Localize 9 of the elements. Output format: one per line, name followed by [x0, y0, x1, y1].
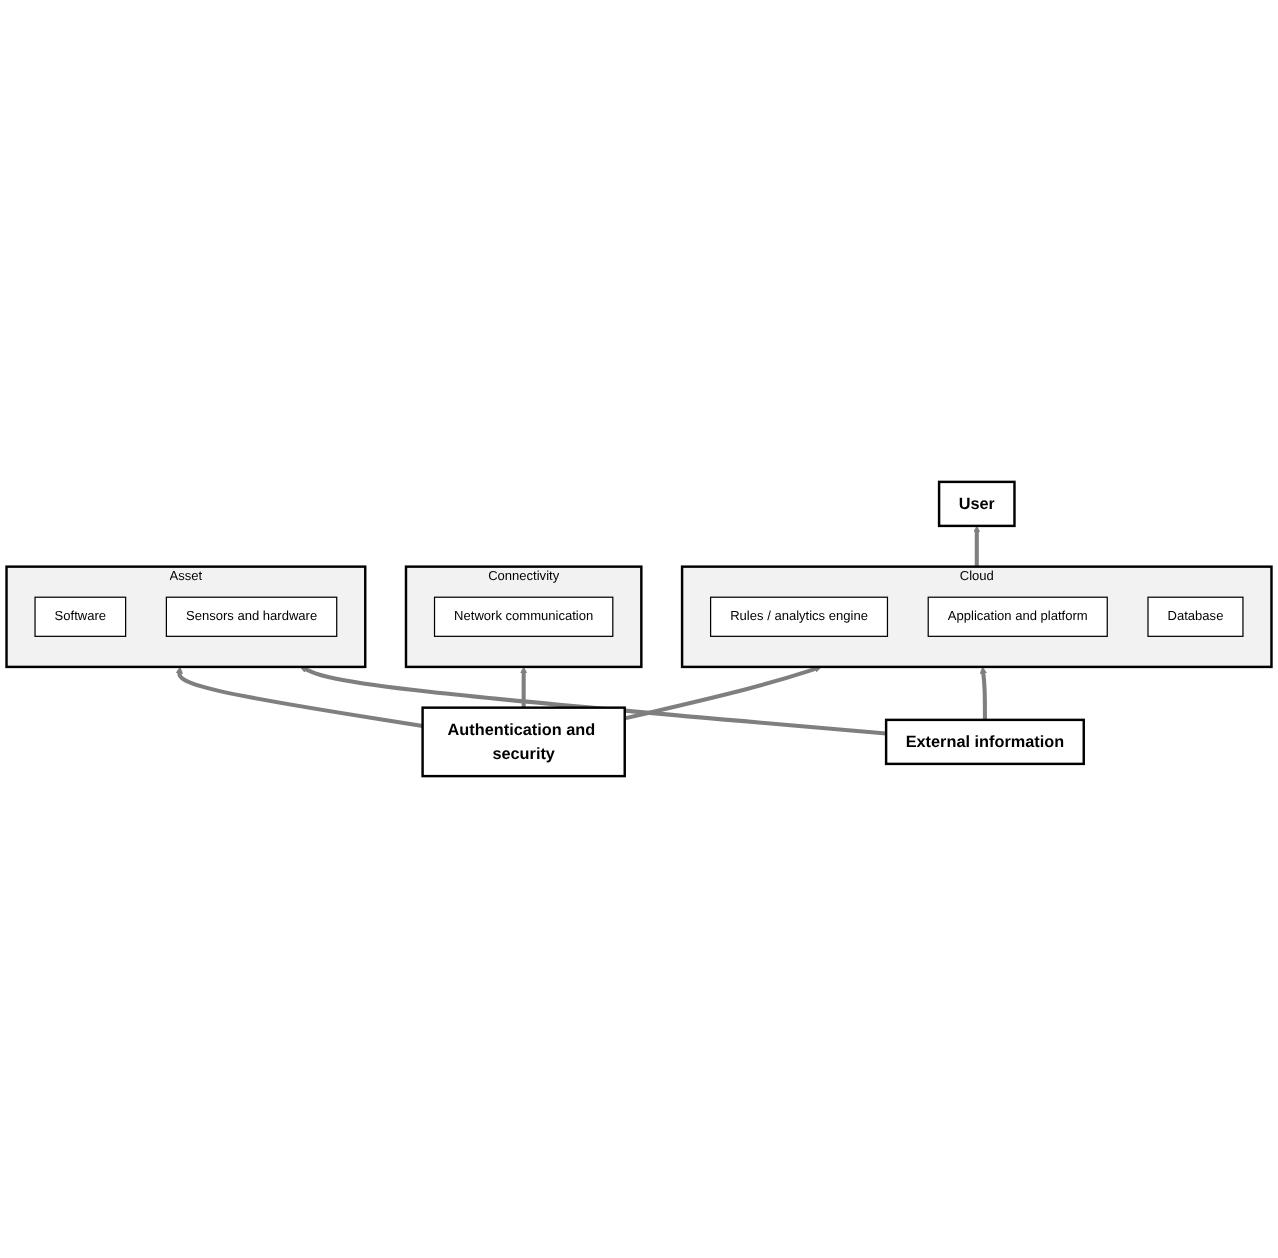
- arrow: [973, 525, 981, 567]
- arrow: [299, 666, 887, 736]
- node-box: User: [937, 480, 1016, 528]
- arrow: [175, 666, 423, 728]
- arrow: [979, 666, 987, 720]
- node-box: Authentication and security: [421, 706, 626, 778]
- node-box: External information: [884, 718, 1085, 766]
- arrow: [624, 665, 822, 721]
- arrow: [520, 666, 528, 708]
